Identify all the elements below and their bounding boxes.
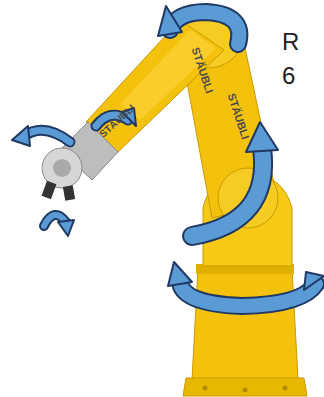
bolt — [243, 388, 248, 393]
gripper-finger — [42, 181, 57, 199]
forearm — [86, 20, 224, 152]
rotation-arrow — [24, 130, 70, 142]
brand-logo: STÄUBLI — [98, 103, 137, 139]
rotation-arrow — [192, 148, 263, 236]
title-fragment: R — [282, 30, 299, 54]
brand-logo: STÄUBLI — [190, 46, 215, 95]
rotation-arrows — [24, 12, 316, 306]
forearm-highlight — [120, 30, 216, 120]
arrow-head — [58, 220, 74, 236]
arrow-heads — [12, 6, 324, 290]
arrow-outline — [24, 130, 70, 142]
arrow-head — [12, 126, 30, 146]
arrow-head — [304, 272, 324, 290]
base-flange — [183, 378, 307, 396]
flange-center — [53, 159, 71, 177]
bolt — [203, 386, 208, 391]
gripper-finger — [63, 185, 75, 201]
arrow-head — [168, 262, 192, 286]
arrow-outline — [192, 148, 263, 236]
robot-base — [192, 268, 298, 380]
arrow-head — [158, 6, 182, 36]
rotation-arrow — [180, 282, 316, 306]
brand-logo: STÄUBLI — [226, 92, 251, 141]
arrow-outline — [180, 282, 316, 306]
bolt — [283, 386, 288, 391]
title-fragment: 6 — [282, 64, 295, 88]
